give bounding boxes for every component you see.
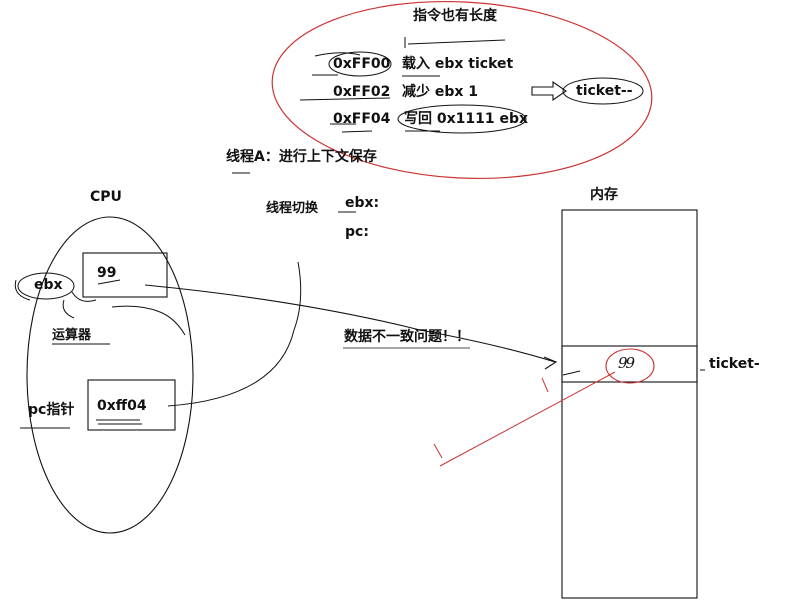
alu-label: 运算器 [52,328,92,343]
data-flow-arrow [144,284,556,363]
result-highlight [562,77,644,105]
ebx-label-highlight [17,272,75,300]
saved-register-pc: pc: [345,224,369,240]
scribble-strokes [232,37,506,213]
instruction-address: 0xFF04 [333,111,391,127]
cell-value-highlight [605,348,655,384]
instruction-group-ellipse [271,0,653,180]
memory-scribble [562,369,705,376]
memory-cell-label: ticket- [709,356,760,372]
cpu-title: CPU [90,189,122,205]
memory-column [561,209,698,599]
ebx-register-label: ebx [34,277,63,293]
warning-label: 数据不一致问题！！ [344,329,470,345]
address-highlight [328,51,392,77]
instruction-text: 载入 ebx ticket [402,56,514,72]
pc-register-value: 0xff04 [97,398,147,414]
instruction-address: 0xFF02 [333,84,391,100]
result-arrow [531,80,567,102]
memory-cell [561,345,698,383]
red-overwrite-stroke [433,371,616,467]
memory-title: 内存 [590,187,618,203]
context-save-label: 线程A：进行上下文保存 [226,149,377,165]
saved-register-ebx: ebx: [345,195,380,211]
pc-register-label: pc指针 [28,402,75,418]
writeback-highlight [397,104,527,134]
instruction-text: 减少 ebx 1 [402,84,479,100]
alu-scribbles [14,279,186,345]
instruction-result: ticket-- [576,83,633,99]
thread-switch-label: 线程切换 [266,201,319,216]
cpu-ellipse [26,216,194,534]
ebx-register-value: 99 [97,265,117,281]
instruction-text: 写回 0x1111 ebx [404,111,529,127]
memory-cell-value: 99 [618,354,635,372]
instructions-header: 指令也有长度 [413,8,497,24]
context-switch-curve [167,261,302,407]
data-flow-arrowhead [543,356,558,370]
instruction-address: 0xFF00 [333,56,391,72]
ebx-register-box [82,252,168,298]
pc-underline [20,419,142,429]
